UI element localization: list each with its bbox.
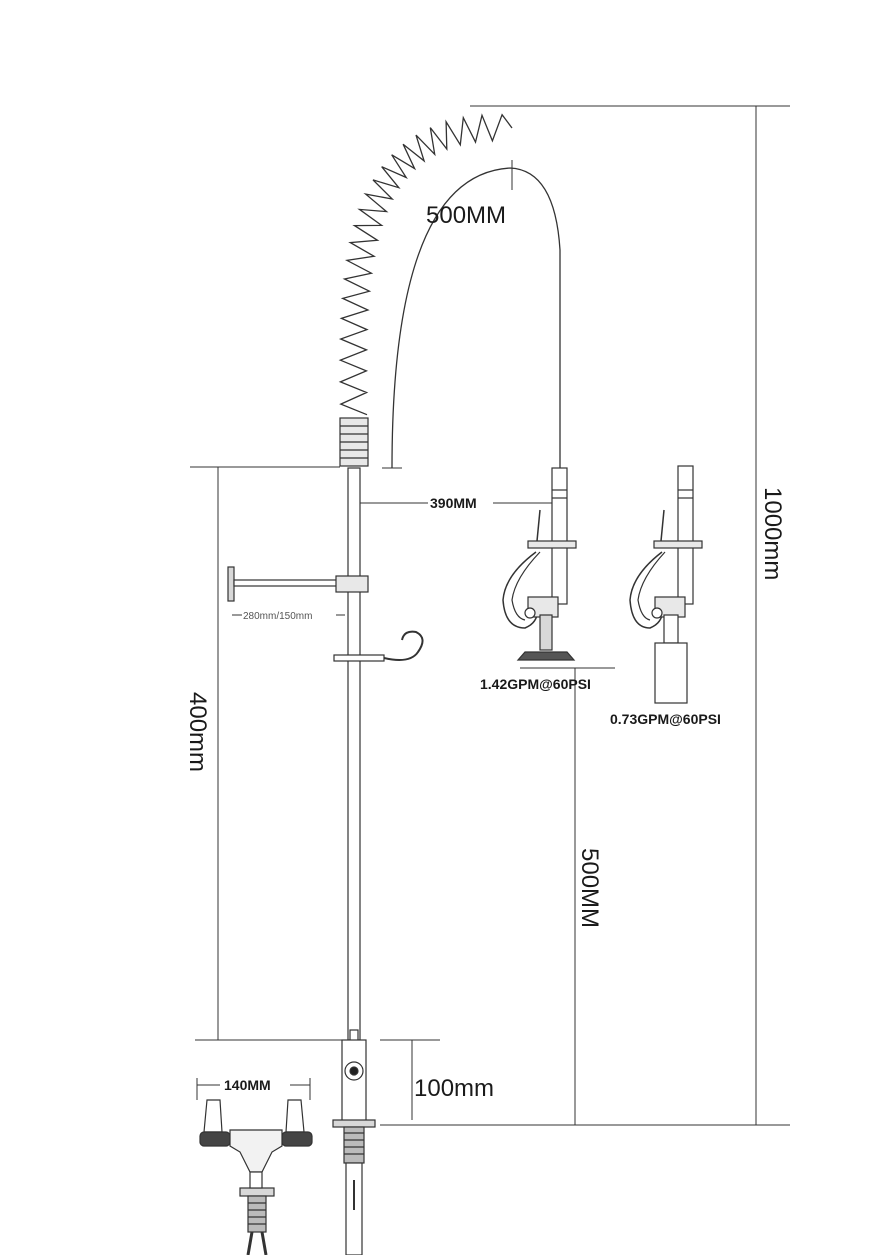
reach-label: 390MM <box>430 495 477 511</box>
standard-flow-label: 1.42GPM@60PSI <box>480 676 591 692</box>
center-distance-label: 140MM <box>224 1077 271 1093</box>
mixer-valve <box>199 1099 313 1255</box>
hose-length-label: 500MM <box>426 202 506 229</box>
flexible-hose <box>391 167 561 469</box>
pre-rinse-spring <box>338 113 513 416</box>
base-height-label: 100mm <box>414 1075 494 1102</box>
spout-height-label: 500MM <box>576 848 603 928</box>
riser-column <box>227 417 424 1041</box>
low-flow-label: 0.73GPM@60PSI <box>610 711 721 727</box>
spray-valve-low-flow <box>629 465 703 704</box>
faucet-base <box>332 1029 376 1255</box>
dimension-lines <box>190 105 790 1126</box>
total-height-label: 1000mm <box>759 487 786 580</box>
column-height-label: 400mm <box>184 692 211 772</box>
wall-bracket-label: 280mm/150mm <box>243 611 312 622</box>
spray-valve-standard <box>502 467 577 661</box>
